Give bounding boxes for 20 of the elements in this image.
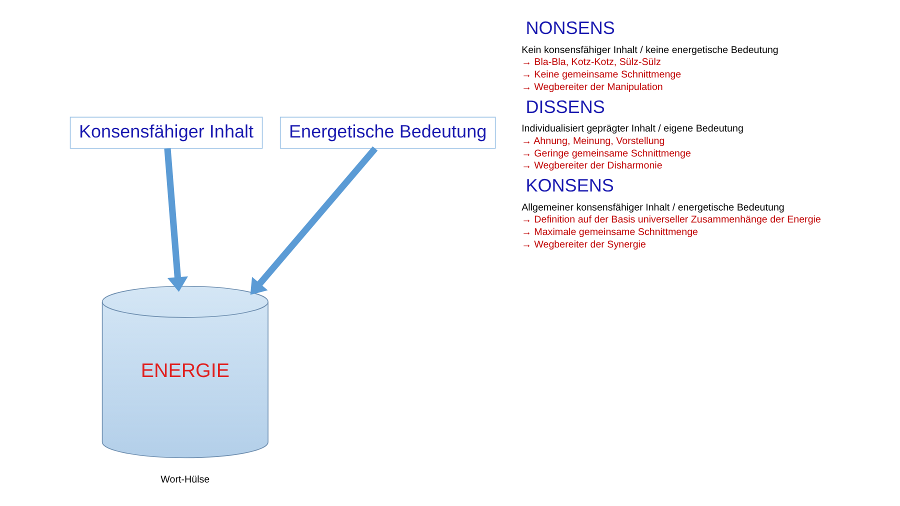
label: NONSENS — [526, 18, 615, 38]
label: → Bla-Bla, Kotz-Kotz, Sülz-Sülz — [522, 57, 661, 68]
node-box: Energetische Bedeutung — [280, 116, 496, 149]
label: → Wegbereiter der Manipulation — [522, 82, 663, 93]
label: Kein konsensfähiger Inhalt / keine energetische Bedeutung — [522, 44, 778, 56]
label: → Geringe gemeinsame Schnittmenge — [522, 148, 691, 160]
node-label: Wort-Hülse — [160, 474, 210, 486]
arrow — [164, 148, 188, 292]
label: → Maximale gemeinsame Schnittmenge — [522, 227, 698, 238]
label: KONSENS — [526, 176, 614, 196]
label: → Wegbereiter der Disharmonie — [522, 160, 662, 172]
label: → Wegbereiter der Synergie — [522, 239, 646, 250]
arrow — [250, 146, 378, 295]
label: → Definition auf der Basis universeller Zusammenhänge der Energie — [522, 214, 821, 226]
label: Allgemeiner konsensfähiger Inhalt / energetische Bedeutung — [522, 202, 784, 214]
node-box: Konsensfähiger Inhalt — [70, 116, 263, 149]
label: → Ahnung, Meinung, Vorstellung — [522, 136, 665, 147]
label: DISSENS — [526, 96, 605, 117]
label: Individualisiert geprägter Inhalt / eigene Bedeutung — [522, 124, 744, 135]
label: → Keine gemeinsame Schnittmenge — [522, 69, 682, 80]
